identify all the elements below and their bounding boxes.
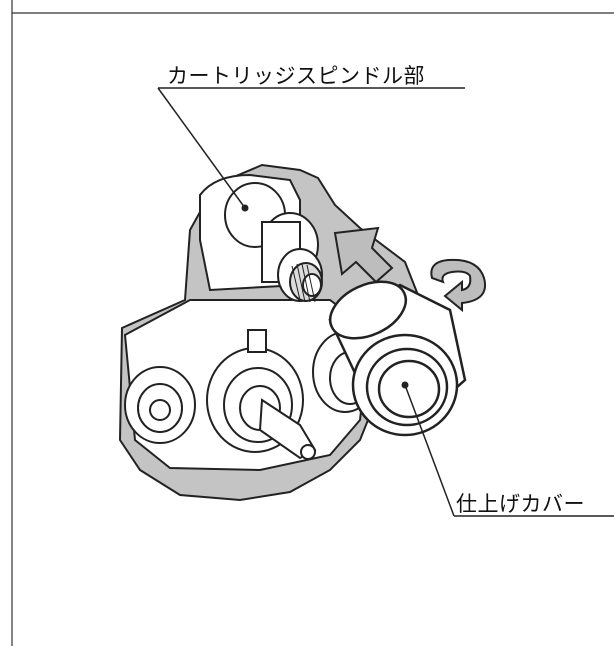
center-port [206,329,317,460]
rotate-direction-arrow [430,258,486,313]
cartridge-spindle-label: カートリッジスピンドル部 [167,64,425,88]
page-frame [11,0,614,646]
finish-cover-label: 仕上げカバー [456,492,585,516]
leader-lines [157,87,614,517]
leader-dot-cartridge [241,204,249,212]
cartridge-spindle-assembly [199,173,323,303]
leader-dot-cover [401,381,409,389]
left-port [124,366,196,444]
insert-direction-arrow [333,226,394,284]
